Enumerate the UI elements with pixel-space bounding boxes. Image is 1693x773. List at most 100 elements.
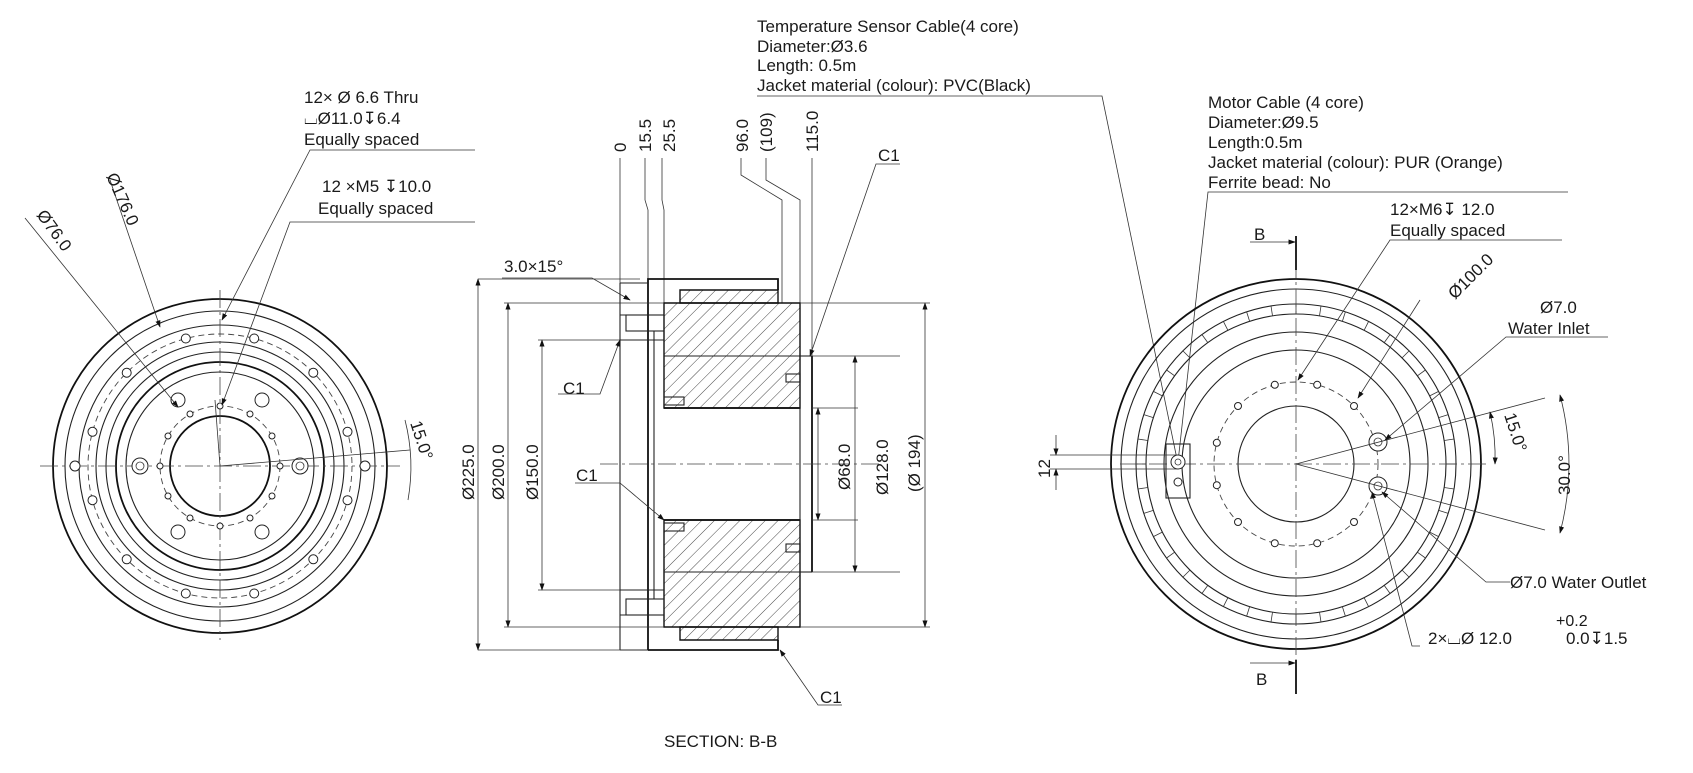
right-equally-spaced-label: Equally spaced [1390,221,1505,240]
pos-0-label: 0 [611,143,630,152]
m5-hole [246,514,254,522]
bolt-hole [180,333,191,344]
fin-line [1438,414,1449,418]
dia-100-label: Ø100.0 [1444,250,1497,303]
m6-hole [1212,438,1221,447]
m5-hole [246,410,254,418]
m5-hole [164,432,172,440]
section-view: 3.0×15° 0 15.5 25.5 96.0 (109) 115.0 C1 … [459,111,930,751]
fin-line [1201,334,1209,343]
c1-top-label: C1 [878,146,900,165]
equally-spaced-label-2: Equally spaced [318,199,433,218]
pos-115-label: 115.0 [803,111,822,152]
motor-cable-diameter: Diameter:Ø9.5 [1208,113,1319,132]
section-b-top: B [1254,225,1265,244]
holes-thru-label: 12× Ø 6.6 Thru [304,88,419,107]
m5-hole [186,410,194,418]
fin-line [1153,531,1163,537]
temp-cable-diameter: Diameter:Ø3.6 [757,37,868,56]
section-title: SECTION: B-B [664,732,777,751]
m6-hole [1270,380,1279,389]
fin-line [1223,597,1229,607]
fin-line [1246,311,1250,322]
fin-line [1166,369,1175,377]
m5-hole [268,432,276,440]
temp-cable-length: Length: 0.5m [757,56,856,75]
m6-hole [1234,518,1242,526]
bolt-hole [87,426,98,437]
fin-line [1444,438,1455,441]
motor-cable-title: Motor Cable (4 core) [1208,93,1364,112]
fin-line [1401,569,1410,578]
motor-cable-note: Motor Cable (4 core) Diameter:Ø9.5 Lengt… [1176,93,1568,463]
dia-68-label: Ø68.0 [835,444,854,490]
pos-15-5-label: 15.5 [636,119,655,152]
dia-150-label: Ø150.0 [523,444,542,500]
bolt-hole [87,495,98,506]
bolt-hole [121,367,132,378]
fin-line [1270,612,1273,623]
fin-line [1166,551,1175,559]
cbore-spec-label: 2×⌴Ø 12.0 [1428,629,1512,648]
fin-line [1201,585,1209,594]
equally-spaced-label-1: Equally spaced [304,130,419,149]
inlet-dia-label: Ø7.0 [1540,298,1577,317]
dia-76-label: Ø76.0 [33,206,76,255]
dia-225-label: Ø225.0 [459,444,478,500]
fin-line [1182,350,1191,359]
dia-194-label: (Ø 194) [905,434,924,492]
m5-hole [216,402,224,410]
m6-hole [1212,481,1221,490]
fin-line [1417,369,1426,377]
bolt-hole [342,495,353,506]
bolt-hole [342,426,353,437]
bolt-hole [121,554,132,565]
m6-hole [1350,402,1358,410]
fin-line [1417,551,1426,559]
right-end-view: B B 12 12×M6↧ 12.0 Equally spaced Ø100.0… [1035,200,1647,694]
section-b-bottom: B [1256,670,1267,689]
temp-cable-jacket: Jacket material (colour): PVC(Black) [757,76,1031,95]
bolt-hole [249,333,260,344]
fin-line [1319,612,1322,623]
fin-line [1137,438,1148,441]
pos-109-label: (109) [757,112,776,152]
fin-line [1319,305,1322,316]
mounting-holes-outer [87,333,353,599]
temperature-cable-note: Temperature Sensor Cable(4 core) Diamete… [757,17,1180,465]
m5-hole [216,522,224,530]
bolt-hole [308,554,319,565]
dim-12-label: 12 [1035,459,1054,478]
m5-hole [186,514,194,522]
bolt-hole [180,588,191,599]
dia-128-label: Ø128.0 [873,439,892,495]
dia-200-label: Ø200.0 [489,444,508,500]
mounting-holes-inner [156,402,284,530]
fin-line [1342,311,1346,322]
water-inlet-label: Water Inlet [1508,319,1590,338]
fin-line [1363,321,1369,331]
c1-mid-label: C1 [576,466,598,485]
m5-hole [268,492,276,500]
temp-cable-title: Temperature Sensor Cable(4 core) [757,17,1019,36]
pos-96-label: 96.0 [733,119,752,152]
fin-line [1429,531,1439,537]
m6-hole [1350,518,1358,526]
fin-line [1363,597,1369,607]
fin-line [1153,391,1163,397]
m6-hole [1270,539,1279,548]
cooling-fins [1136,304,1456,624]
fin-line [1429,391,1439,397]
motor-cable-ferrite: Ferrite bead: No [1208,173,1331,192]
c1-bottom-label: C1 [820,688,842,707]
m6-hole [1234,402,1242,410]
dia-176-label: Ø176.0 [102,170,142,229]
m5-hole [156,462,164,470]
angle-15-right-label: 15.0° [1500,410,1530,454]
motor-cable-jacket: Jacket material (colour): PUR (Orange) [1208,153,1503,172]
c1-left-label: C1 [563,379,585,398]
bolt-hole [308,367,319,378]
fin-line [1137,487,1148,490]
angle-30-right-label: 30.0° [1555,455,1574,495]
